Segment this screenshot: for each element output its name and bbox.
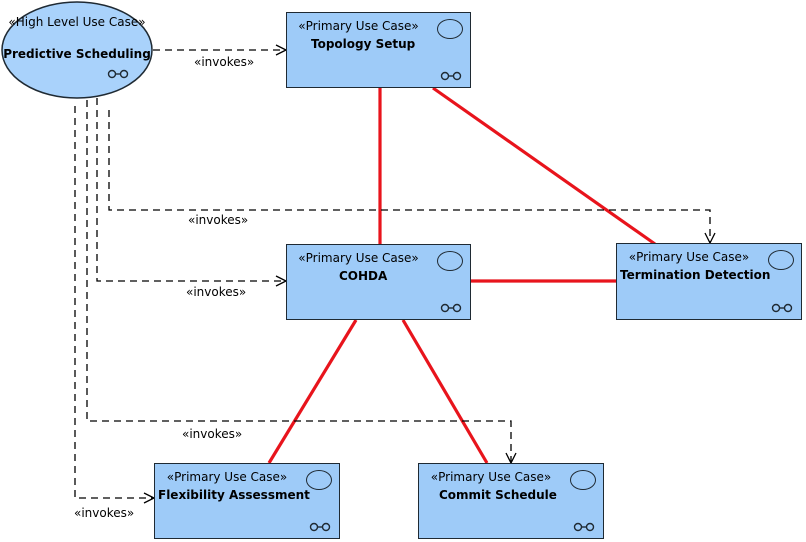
link-icon xyxy=(440,303,462,313)
use-case-termination-detection[interactable]: «Primary Use Case» Termination Detection xyxy=(616,243,802,320)
invokes-edge-cohda xyxy=(96,98,286,281)
use-case-topology-setup[interactable]: «Primary Use Case» Topology Setup xyxy=(286,12,471,88)
use-case-stereotype: «Primary Use Case» xyxy=(430,470,552,484)
link-icon xyxy=(440,71,462,81)
use-case-stereotype: «Primary Use Case» xyxy=(298,19,419,33)
invokes-edge-flexibility-assessment xyxy=(74,106,154,498)
use-case-icon xyxy=(437,19,463,39)
high-level-use-case-name: Predictive Scheduling xyxy=(3,47,151,61)
use-case-icon xyxy=(437,251,463,271)
invokes-label-topology-setup: «invokes» xyxy=(194,55,255,69)
use-case-flexibility-assessment[interactable]: «Primary Use Case» Flexibility Assessmen… xyxy=(154,463,340,539)
association-cohda-flexibility xyxy=(267,319,358,464)
high-level-use-case[interactable]: «High Level Use Case» Predictive Schedul… xyxy=(1,1,153,99)
use-case-cohda[interactable]: «Primary Use Case» COHDA xyxy=(286,244,471,320)
invokes-label-cohda: «invokes» xyxy=(186,285,247,299)
invokes-edge-commit-schedule xyxy=(86,100,511,463)
high-level-use-case-stereotype: «High Level Use Case» xyxy=(8,15,146,29)
invokes-label-flexibility-assessment: «invokes» xyxy=(74,506,135,520)
link-icon xyxy=(573,522,595,532)
high-level-use-case-ellipse xyxy=(1,1,153,99)
use-case-icon xyxy=(570,470,596,490)
use-case-name: Flexibility Assessment xyxy=(158,488,310,502)
use-case-stereotype: «Primary Use Case» xyxy=(166,470,288,484)
use-case-name: Commit Schedule xyxy=(439,488,557,502)
association-topology-termination xyxy=(432,86,656,246)
link-icon xyxy=(309,522,331,532)
use-case-stereotype: «Primary Use Case» xyxy=(628,250,750,264)
link-icon xyxy=(771,303,793,313)
invokes-label-commit-schedule: «invokes» xyxy=(182,427,243,441)
use-case-name: COHDA xyxy=(339,269,388,283)
use-case-name: Topology Setup xyxy=(311,37,416,51)
use-case-commit-schedule[interactable]: «Primary Use Case» Commit Schedule xyxy=(418,463,604,539)
use-case-name: Termination Detection xyxy=(620,268,771,282)
invokes-label-termination-detection: «invokes» xyxy=(188,213,249,227)
use-case-icon xyxy=(306,470,332,490)
associations xyxy=(267,86,656,464)
use-case-stereotype: «Primary Use Case» xyxy=(298,251,419,265)
use-case-icon xyxy=(768,250,794,270)
link-icon xyxy=(107,69,129,79)
association-cohda-commit xyxy=(401,319,489,464)
invokes-edge-termination-detection xyxy=(108,110,710,243)
invokes-dependencies xyxy=(74,50,710,498)
